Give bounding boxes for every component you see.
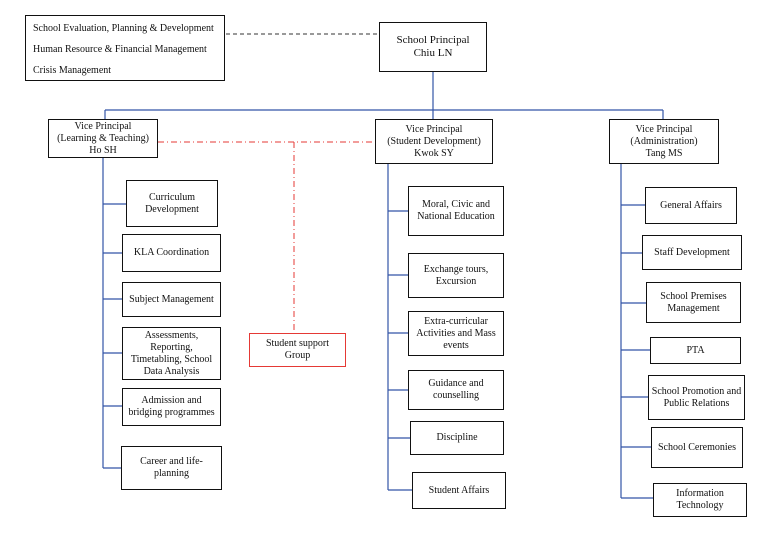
item-line: bridging programmes [128, 407, 215, 418]
principal-name: Chiu LN [413, 47, 453, 59]
vp-learning-teaching-box: Vice Principal (Learning & Teaching) Ho … [48, 119, 158, 158]
lt-item-admission-bridging: Admission and bridging programmes [122, 388, 221, 426]
item-line: Career and life-planning [140, 456, 203, 479]
support-line: Student support [265, 338, 330, 349]
item-line: School Ceremonies [657, 441, 737, 453]
item-line: counselling [432, 390, 480, 401]
item-line: Exchange tours, [423, 263, 489, 275]
item-line: PTA [686, 344, 705, 356]
sd-item-student-affairs: Student Affairs [412, 472, 506, 509]
mgmt-line: School Evaluation, Planning & Developmen… [33, 23, 214, 34]
lt-item-curriculum-development: Curriculum Development [126, 180, 218, 227]
item-line: Activities and Mass [416, 327, 496, 339]
item-line: School Premises [660, 290, 727, 302]
item-line: Technology [676, 500, 724, 511]
lt-item-career-life-planning: Career and life-planning [121, 446, 222, 490]
principal-box: School Principal Chiu LN [379, 22, 487, 72]
item-line: Curriculum [148, 191, 196, 203]
lt-item-assessments: Assessments, Reporting, Timetabling, Sch… [122, 327, 221, 380]
ad-item-school-ceremonies: School Ceremonies [651, 427, 743, 468]
lt-item-kla-coordination: KLA Coordination [122, 234, 221, 272]
item-line: events [443, 339, 469, 351]
management-areas-box: School Evaluation, Planning & Developmen… [25, 15, 225, 81]
item-line: Management [667, 302, 720, 314]
vp-name: Kwok SY [414, 147, 454, 159]
vp-administration-box: Vice Principal (Administration) Tang MS [609, 119, 719, 164]
vp-role: (Learning & Teaching) [57, 132, 149, 144]
item-line: Reporting, [150, 341, 193, 353]
vp-student-development-box: Vice Principal (Student Development) Kwo… [375, 119, 493, 164]
principal-title: School Principal [396, 34, 470, 46]
item-line: Assessments, [144, 329, 199, 341]
item-line: Public Relations [663, 397, 730, 409]
support-line: Group [284, 350, 311, 361]
item-line: Development [145, 203, 199, 215]
vp-role: (Student Development) [387, 135, 481, 147]
item-line: Excursion [435, 275, 477, 287]
item-line: Information [676, 488, 724, 499]
item-line: KLA Coordination [133, 247, 210, 258]
ad-item-general-affairs: General Affairs [645, 187, 737, 224]
vp-role: (Administration) [630, 135, 698, 147]
ad-item-staff-development: Staff Development [642, 235, 742, 270]
item-line: Extra-curricular [424, 315, 488, 327]
ad-item-school-premises: School Premises Management [646, 282, 741, 323]
mgmt-line: Crisis Management [33, 65, 112, 76]
item-line: Subject Management [129, 293, 214, 305]
item-line: School Promotion and [651, 385, 742, 397]
item-line: Discipline [436, 432, 478, 443]
item-line: Data Analysis [143, 365, 200, 377]
student-support-group-box: Student support Group [249, 333, 346, 367]
ad-item-information-technology: Information Technology [653, 483, 747, 517]
item-line: Staff Development [654, 246, 730, 258]
item-line: Timetabling, School [130, 353, 213, 365]
sd-item-discipline: Discipline [410, 421, 504, 455]
vp-title: Vice Principal [635, 123, 693, 135]
vp-title: Vice Principal [405, 123, 463, 135]
sd-item-moral-civic: Moral, Civic and National Education [408, 186, 504, 236]
sd-item-guidance: Guidance and counselling [408, 370, 504, 410]
vp-name: Ho SH [89, 144, 117, 156]
item-line: Student Affairs [428, 484, 490, 496]
ad-item-pta: PTA [650, 337, 741, 364]
ad-item-school-promotion: School Promotion and Public Relations [648, 375, 745, 420]
item-line: National Education [417, 211, 495, 222]
item-line: Guidance and [428, 378, 484, 389]
item-line: Admission and [141, 395, 202, 406]
item-line: Moral, Civic and [421, 199, 491, 210]
vp-name: Tang MS [645, 147, 683, 159]
item-line: General Affairs [660, 199, 722, 211]
vp-title: Vice Principal [74, 120, 132, 132]
sd-item-extra-curricular: Extra-curricular Activities and Mass eve… [408, 311, 504, 356]
sd-item-exchange-tours: Exchange tours, Excursion [408, 253, 504, 298]
lt-item-subject-management: Subject Management [122, 282, 221, 317]
mgmt-line: Human Resource & Financial Management [33, 44, 207, 55]
